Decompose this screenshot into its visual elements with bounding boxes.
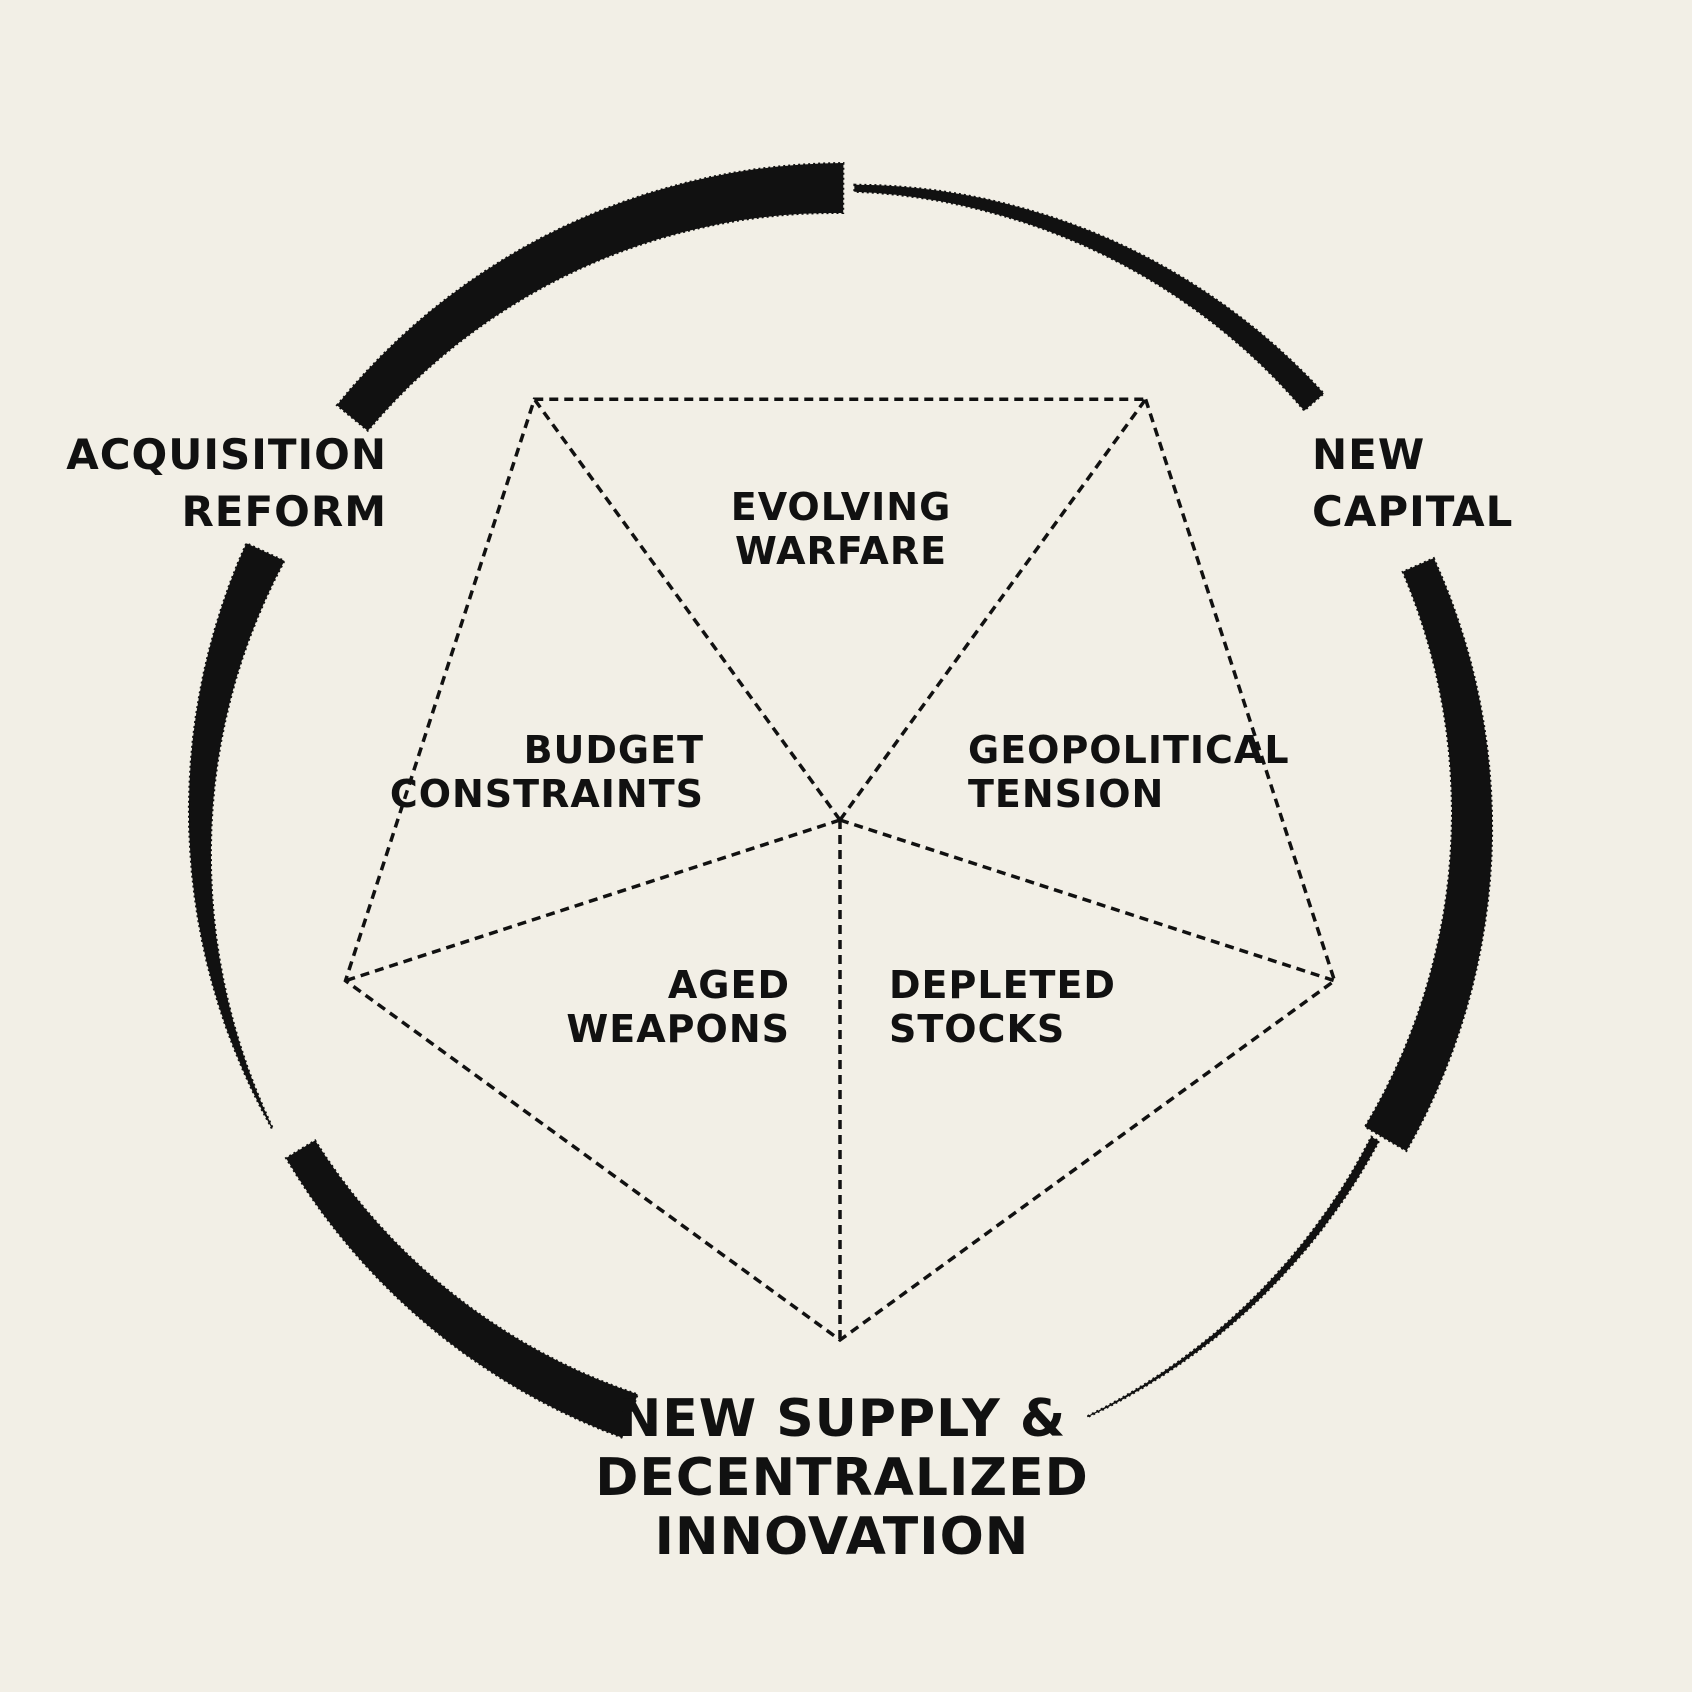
outer-label-line: ACQUISITION xyxy=(66,430,387,479)
sector-label-evolving-warfare: EVOLVING WARFARE xyxy=(731,485,952,573)
outer-label-new-capital: NEW CAPITAL xyxy=(1312,426,1513,540)
pentagon-spoke-3 xyxy=(344,818,841,983)
arc-upper-right-thin xyxy=(853,183,1326,413)
arc-top-thick xyxy=(335,161,845,433)
sector-label-line: EVOLVING xyxy=(730,485,952,529)
sector-label-line: TENSION xyxy=(968,772,1165,816)
sector-label-line: BUDGET xyxy=(523,728,704,772)
outer-label-line: INNOVATION xyxy=(654,1507,1030,1567)
pentagon-spoke-1 xyxy=(839,818,1336,983)
outer-label-new-supply-decentralized-innovation: NEW SUPPLY & DECENTRALIZED INNOVATION xyxy=(595,1390,1089,1567)
sector-label-line: STOCKS xyxy=(889,1007,1066,1051)
sector-label-aged-weapons: AGED WEAPONS xyxy=(566,963,790,1051)
arc-bottom-right-tail xyxy=(1085,1135,1381,1419)
sector-label-line: CONSTRAINTS xyxy=(389,772,704,816)
sector-label-line: DEPLETED xyxy=(889,963,1116,1007)
sector-label-line: WARFARE xyxy=(734,529,948,573)
arc-bottom-left-thick xyxy=(284,1139,639,1440)
sector-label-depleted-stocks: DEPLETED STOCKS xyxy=(889,963,1116,1051)
outer-label-line: NEW xyxy=(1312,430,1426,479)
outer-label-line: CAPITAL xyxy=(1312,487,1514,536)
sector-label-geopolitical-tension: GEOPOLITICAL TENSION xyxy=(968,728,1290,816)
arc-right-thick xyxy=(1363,556,1494,1153)
outer-label-acquisition-reform: ACQUISITION REFORM xyxy=(66,426,387,540)
sector-label-line: AGED xyxy=(667,963,790,1007)
pentagon-spoke-0 xyxy=(838,398,1148,822)
sector-label-budget-constraints: BUDGET CONSTRAINTS xyxy=(390,728,704,816)
outer-label-line: DECENTRALIZED xyxy=(595,1448,1089,1508)
outer-label-line: NEW SUPPLY & xyxy=(617,1389,1067,1449)
sector-label-line: WEAPONS xyxy=(566,1007,790,1051)
outer-label-line: REFORM xyxy=(181,487,387,536)
pentagon-spoke-4 xyxy=(532,398,842,822)
sector-label-line: GEOPOLITICAL xyxy=(968,728,1290,772)
arc-left-tail xyxy=(187,541,286,1130)
